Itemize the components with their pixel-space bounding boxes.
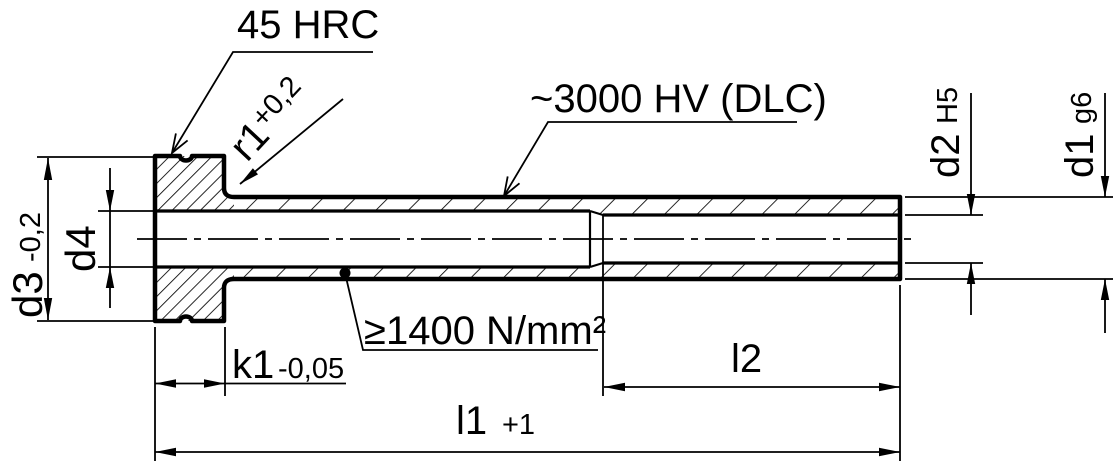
d3-tolerance-text: -0,2 <box>15 212 47 262</box>
dimension-d1: d1 g6 <box>1058 92 1110 333</box>
callout-surface-coating: ~3000 HV (DLC) <box>502 77 827 199</box>
bore-step-chamfer-top <box>589 209 604 217</box>
arrowhead-down <box>1100 176 1110 197</box>
dimension-l2: l2 <box>604 337 900 392</box>
extension-lines <box>37 156 1113 461</box>
surface-coating-text: ~3000 HV (DLC) <box>530 77 827 121</box>
arrowhead-up <box>966 263 976 284</box>
bore-edges <box>155 209 898 269</box>
bore-step-chamfer-bottom <box>589 261 604 269</box>
callout-radius: r1 +0,2 <box>221 70 344 185</box>
dimension-d2: d2 H5 <box>924 87 976 315</box>
d3-label: d3 -0,2 <box>4 212 51 318</box>
leader-arrowhead <box>170 133 189 156</box>
arrowhead-left <box>604 382 625 392</box>
radius-label: r1 +0,2 <box>221 70 307 169</box>
head-hardness-text: 45 HRC <box>237 3 379 47</box>
k1-tolerance-text: -0,05 <box>278 353 344 385</box>
d3-label-text: d3 <box>4 271 51 318</box>
leader-dot <box>339 267 351 279</box>
dimension-d3: d3 -0,2 <box>4 158 53 320</box>
dimension-d4: d4 <box>57 168 115 308</box>
hatch-head-bottom <box>155 267 234 321</box>
arrowhead-down <box>43 298 53 320</box>
arrowhead-left <box>155 379 176 388</box>
arrowhead-right <box>879 447 900 457</box>
callout-head-hardness: 45 HRC <box>170 3 379 156</box>
arrowhead-left <box>155 447 176 457</box>
arrowhead-right <box>204 379 225 388</box>
arrowhead-down <box>966 194 976 215</box>
leader-arrowhead <box>502 176 521 199</box>
core-strength-text: ≥1400 N/mm² <box>364 309 606 353</box>
d1-fit-text: g6 <box>1066 92 1098 124</box>
d2-fit-text: H5 <box>932 87 964 124</box>
part-section <box>137 153 916 324</box>
d4-label: d4 <box>57 225 104 272</box>
arrowhead-up <box>105 267 115 288</box>
arrowhead-up <box>43 158 53 180</box>
d4-label-text: d4 <box>57 225 104 272</box>
d1-label: d1 g6 <box>1058 92 1102 178</box>
callout-core-strength: ≥1400 N/mm² <box>339 267 606 353</box>
arrowhead-up <box>1100 279 1110 300</box>
k1-label-text: k1 <box>232 343 274 387</box>
d2-label-text: d2 <box>924 134 968 179</box>
arrowhead-down <box>105 190 115 211</box>
leader-arrowhead <box>240 168 258 184</box>
d2-label: d2 H5 <box>924 87 968 178</box>
dimension-l1: l1 +1 <box>155 399 900 457</box>
l2-label-text: l2 <box>731 337 762 381</box>
part-outline <box>152 153 903 324</box>
d1-label-text: d1 <box>1058 134 1102 179</box>
l1-label-text: l1 <box>456 399 487 443</box>
hatch-head-top <box>155 156 234 211</box>
dimension-k1: k1 -0,05 <box>155 343 346 388</box>
arrowhead-right <box>879 382 900 392</box>
l1-tolerance-text: +1 <box>502 409 535 441</box>
